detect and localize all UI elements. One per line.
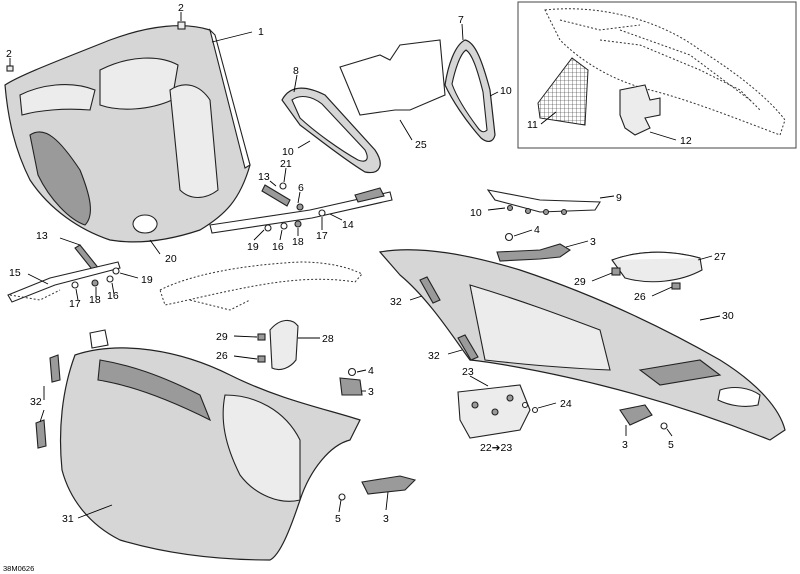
callout-5a: 5 <box>668 439 674 451</box>
callout-5b: 5 <box>335 513 341 525</box>
callout-32a: 32 <box>390 296 402 308</box>
callout-25: 25 <box>415 139 427 151</box>
callout-32c: 32 <box>30 396 42 408</box>
part-32-strip-d[interactable] <box>35 419 47 449</box>
callout-17a: 17 <box>316 230 328 242</box>
callout-3a: 3 <box>590 236 596 248</box>
callout-18b: 18 <box>89 294 101 306</box>
part-3-handle-upper[interactable] <box>496 243 572 262</box>
part-25-shield[interactable] <box>339 39 446 116</box>
callout-21: 21 <box>280 158 292 170</box>
callout-26b: 26 <box>216 350 228 362</box>
part-3-handle-lower-mid[interactable] <box>339 377 363 396</box>
part-32-strip-c[interactable] <box>49 354 61 383</box>
callout-4a: 4 <box>534 224 540 236</box>
callout-6: 6 <box>298 182 304 194</box>
part-29-clip-left[interactable] <box>257 333 266 341</box>
small-hardware-set-lower[interactable] <box>71 267 120 289</box>
callout-12: 12 <box>680 135 692 147</box>
callout-3d: 3 <box>383 513 389 525</box>
part-1-upper-panel[interactable] <box>4 25 251 243</box>
part-15-bracket[interactable] <box>7 261 121 303</box>
part-14-bar[interactable] <box>209 187 393 234</box>
part-28-insert[interactable] <box>269 319 299 371</box>
callout-22: 22➔23 <box>480 442 512 454</box>
callout-29b: 29 <box>216 331 228 343</box>
callout-4b: 4 <box>368 365 374 377</box>
part-23-bracket[interactable] <box>457 384 531 439</box>
part-31-lower-panel[interactable] <box>59 329 361 561</box>
callout-23: 23 <box>462 366 474 378</box>
inset-part-12[interactable] <box>619 84 661 136</box>
part-27-guard[interactable] <box>611 251 703 283</box>
part-8-vent[interactable] <box>281 87 381 174</box>
callout-14: 14 <box>342 219 354 231</box>
callout-1: 1 <box>258 26 264 38</box>
callout-17b: 17 <box>69 298 81 310</box>
callout-27: 27 <box>714 251 726 263</box>
callout-15: 15 <box>9 267 21 279</box>
part-5-screw-lower-right[interactable] <box>660 422 668 430</box>
callout-2a: 2 <box>178 2 184 14</box>
part-5-screw-lower-left[interactable] <box>338 493 346 501</box>
part-7-vent[interactable] <box>444 39 496 142</box>
callout-labels: 1 2 2 7 8 10 10 25 11 12 21 13 6 14 17 1… <box>3 2 734 573</box>
bracket-13-upper[interactable] <box>261 184 291 207</box>
callout-28: 28 <box>322 333 334 345</box>
callout-24: 24 <box>560 398 572 410</box>
detail-inset <box>517 1 797 149</box>
callout-8: 8 <box>293 65 299 77</box>
callout-29a: 29 <box>574 276 586 288</box>
callout-26a: 26 <box>634 291 646 303</box>
part-26-clip-left[interactable] <box>257 355 266 363</box>
callout-32b: 32 <box>428 350 440 362</box>
callout-30: 30 <box>722 310 734 322</box>
callout-2b: 2 <box>6 48 12 60</box>
part-4-screw-lower[interactable] <box>347 367 357 377</box>
part-26-clip-right[interactable] <box>671 282 681 290</box>
callout-11: 11 <box>527 119 538 131</box>
part-29-clip-right[interactable] <box>611 267 621 276</box>
part-4-screw-upper[interactable] <box>504 232 514 242</box>
callout-31: 31 <box>62 513 74 525</box>
part-32-strip-a[interactable] <box>419 276 441 304</box>
fastener-2b[interactable] <box>6 65 14 72</box>
part-9-bar[interactable] <box>486 189 601 216</box>
callout-10c: 10 <box>470 207 482 219</box>
callout-13a: 13 <box>258 171 270 183</box>
callout-13b: 13 <box>36 230 48 242</box>
callout-9: 9 <box>616 192 622 204</box>
callout-20: 20 <box>165 253 177 265</box>
callout-18a: 18 <box>292 236 304 248</box>
part-24-fasteners[interactable] <box>521 401 539 414</box>
part-30-side-panel[interactable] <box>378 249 786 441</box>
drawing-code: 38M0626 <box>3 564 34 573</box>
callout-7: 7 <box>458 14 464 26</box>
part-3-handle-lower-right[interactable] <box>619 404 653 426</box>
callout-16a: 16 <box>272 241 284 253</box>
part-3-handle-lower-left[interactable] <box>361 475 417 495</box>
part-32-strip-b[interactable] <box>457 334 479 361</box>
callout-19a: 19 <box>247 241 259 253</box>
small-hardware-set-upper[interactable] <box>264 182 326 232</box>
fastener-2a[interactable] <box>177 21 186 30</box>
callout-16b: 16 <box>107 290 119 302</box>
callout-3c: 3 <box>622 439 628 451</box>
callout-10a: 10 <box>500 85 512 97</box>
callout-19b: 19 <box>141 274 153 286</box>
callout-10b: 10 <box>282 146 294 158</box>
callout-3b: 3 <box>368 386 374 398</box>
ghost-frame <box>159 261 363 311</box>
inset-part-11[interactable] <box>537 57 589 126</box>
